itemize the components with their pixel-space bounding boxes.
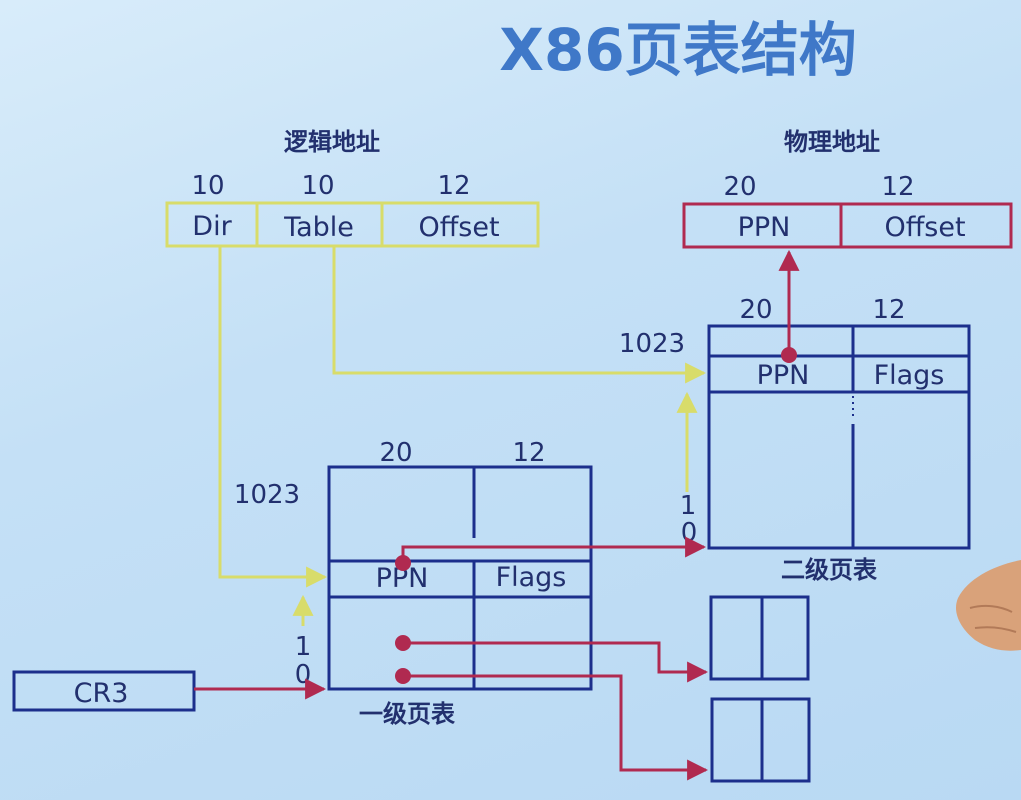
l2-caption: 二级页表 (781, 556, 878, 584)
l2-index-1: 1 (680, 491, 697, 521)
l2-flags-field: Flags (874, 360, 945, 391)
slide-title: X86页表结构 (499, 16, 856, 84)
l2-top-index: 1023 (619, 329, 685, 359)
table-index-arrow (332, 246, 707, 384)
l1-index-1: 1 (295, 632, 312, 662)
physical-address-caption: 物理地址 (784, 128, 880, 156)
ppn-bits: 20 (723, 172, 756, 202)
level2-page-table: 20 12 1023 PPN Flags 1 0 二级页表 (619, 295, 971, 584)
dir-index-arrow (218, 246, 328, 588)
l1-ppn-bits: 20 (379, 438, 412, 468)
l1-index-0: 0 (295, 660, 312, 690)
offset-bits: 12 (437, 171, 470, 201)
l1-entry0-to-page-arrow (403, 674, 709, 781)
l1-ppn-dot (395, 555, 411, 571)
dir-bits: 10 (191, 171, 224, 201)
l2-ppn-bits: 20 (739, 295, 772, 325)
cr3-register: CR3 (12, 670, 196, 712)
logical-address: 逻辑地址 10 10 12 Dir Table Offset (165, 128, 540, 248)
page-frame-2 (710, 697, 811, 783)
physical-address: 物理地址 20 12 PPN Offset (682, 128, 1013, 249)
offset-field: Offset (418, 212, 499, 243)
presenter-hand (955, 560, 1021, 651)
l1-flags-field: Flags (496, 562, 567, 593)
logical-address-box (165, 201, 540, 248)
l1-entry0-dot (395, 668, 411, 684)
l1-entry1-dot (395, 635, 411, 651)
l1-caption: 一级页表 (359, 700, 456, 728)
cr3-label: CR3 (74, 678, 129, 709)
logical-address-caption: 逻辑地址 (284, 128, 380, 156)
dir-field: Dir (192, 211, 232, 242)
l2-ppn-dot (781, 347, 797, 363)
l2-index-0: 0 (681, 518, 698, 548)
physical-address-box (682, 202, 1013, 249)
l2-table-box (707, 324, 971, 550)
table-field: Table (283, 212, 354, 243)
l1-table-box (327, 465, 593, 691)
phys-offset-bits: 12 (881, 172, 914, 202)
l1-flags-bits: 12 (512, 438, 545, 468)
table-bits: 10 (301, 171, 334, 201)
l1-top-index: 1023 (234, 480, 300, 510)
phys-ppn-field: PPN (738, 212, 791, 243)
l2-ppn-field: PPN (757, 360, 810, 391)
cr3-box (12, 670, 196, 712)
page-frame-1 (709, 595, 810, 681)
l2-flags-bits: 12 (872, 295, 905, 325)
l1-entry1-to-page-arrow (403, 641, 709, 683)
phys-offset-field: Offset (884, 212, 965, 243)
level1-page-table: 20 12 1023 PPN Flags 1 0 一级页表 (234, 438, 593, 728)
